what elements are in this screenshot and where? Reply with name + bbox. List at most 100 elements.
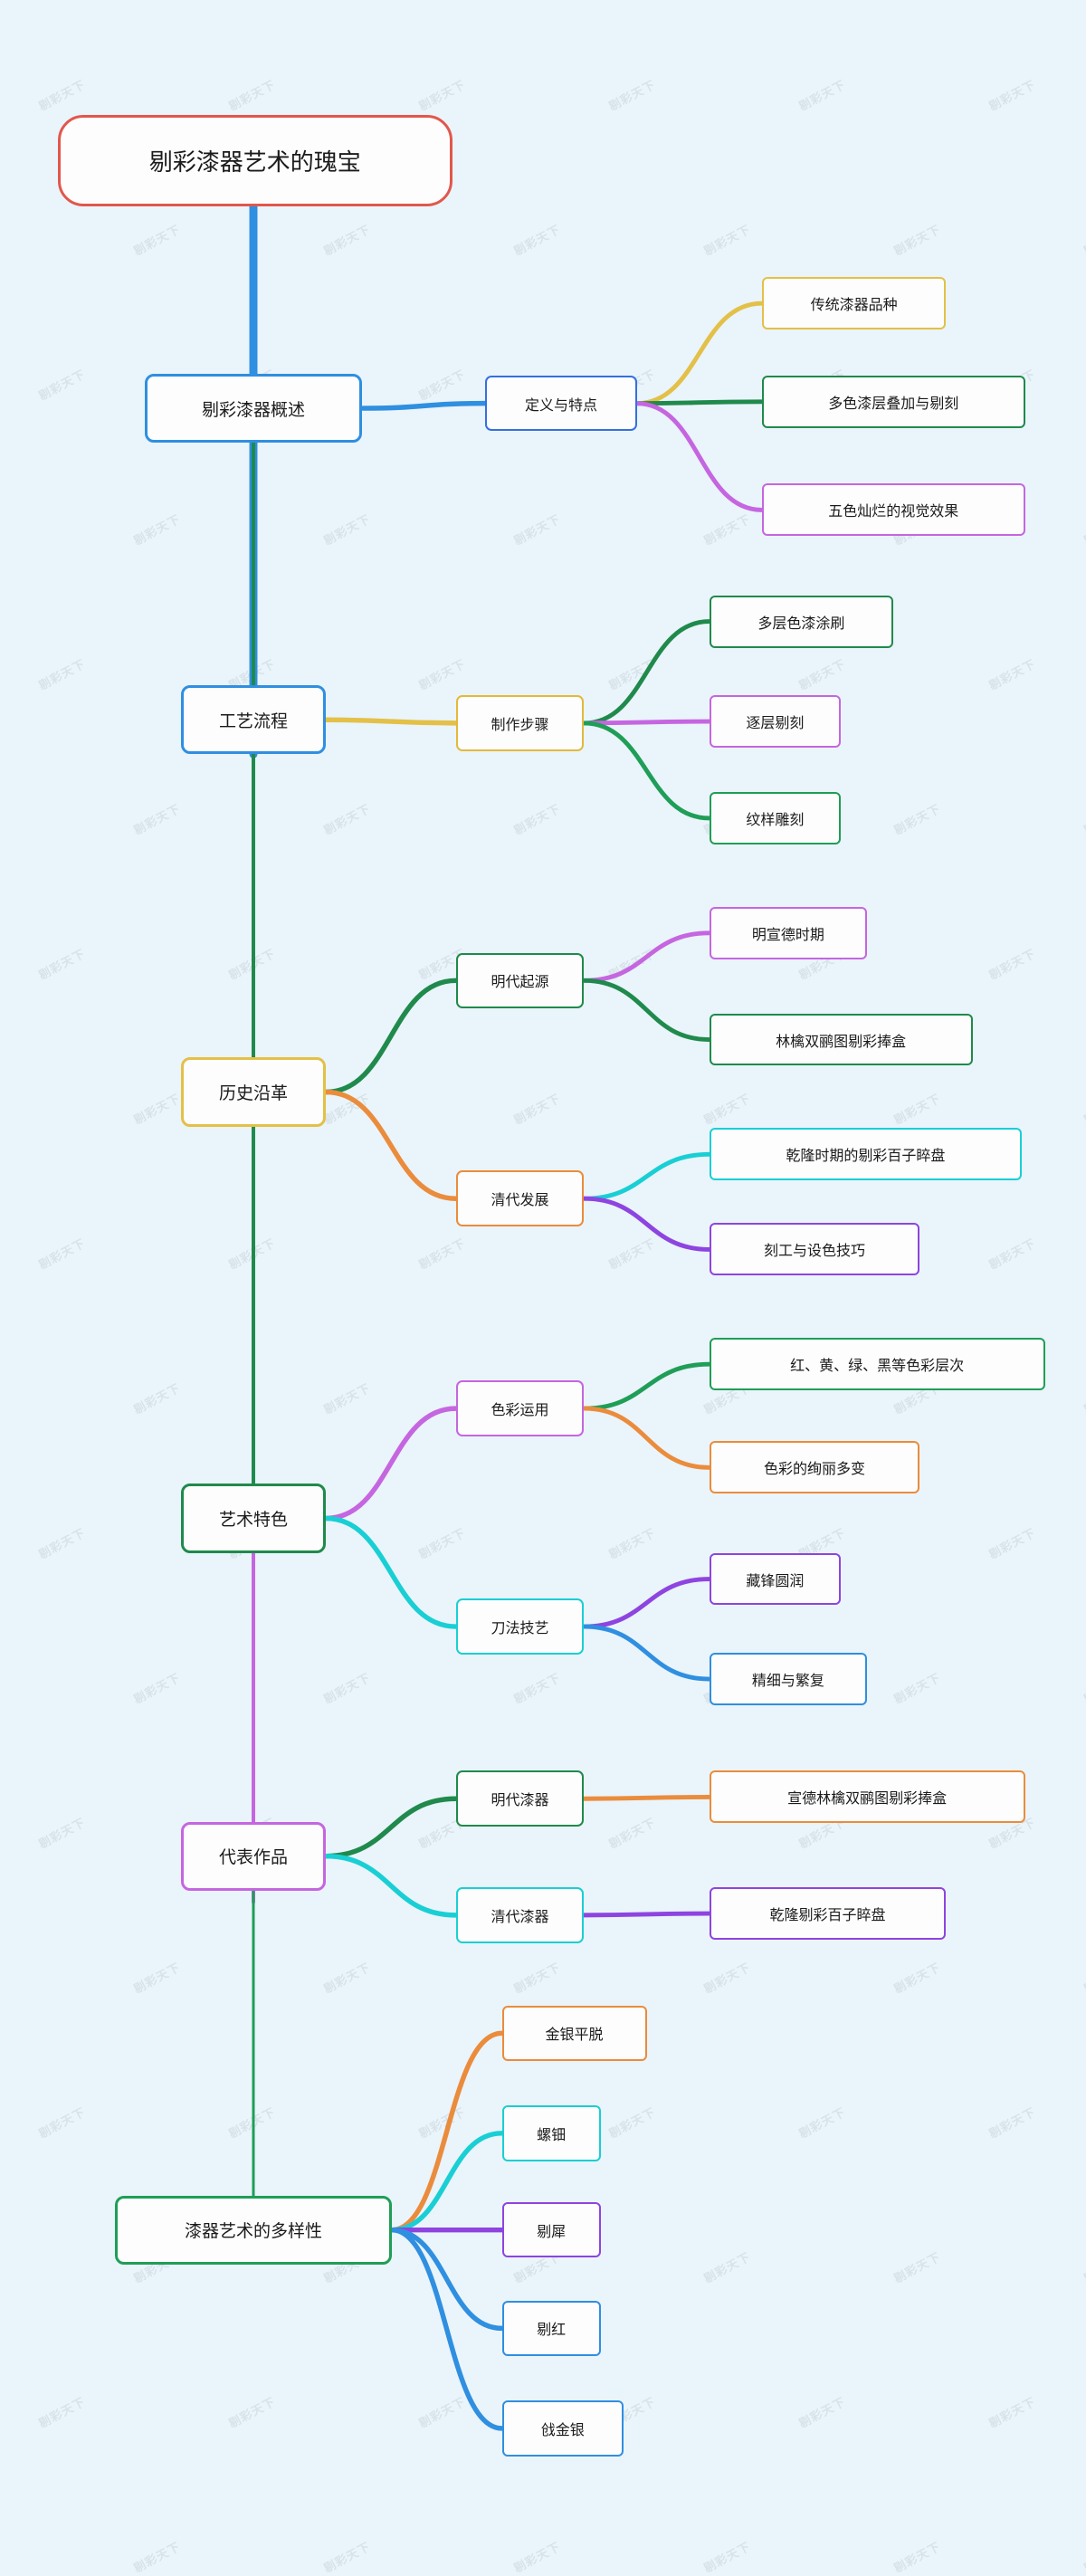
node-label: 戗金银 <box>540 2420 585 2438</box>
connector <box>582 1795 712 1801</box>
node-label: 工艺流程 <box>218 711 288 731</box>
node-label: 藏锋圆润 <box>746 1571 805 1589</box>
leaf-node[interactable]: 乾隆剔彩百子睟盘 <box>709 1887 947 1941</box>
leaf-node[interactable]: 逐层剔刻 <box>709 695 842 749</box>
connector <box>582 1361 712 1411</box>
connector <box>582 1911 712 1918</box>
connector <box>582 978 712 1042</box>
leaf-node[interactable]: 色彩运用 <box>455 1380 585 1436</box>
branch-node[interactable]: 艺术特色 <box>181 1484 326 1553</box>
connector <box>582 719 712 726</box>
node-label: 多色漆层叠加与剔刻 <box>828 394 959 412</box>
node-label: 宣德林檎双鹂图剔彩捧盒 <box>787 1789 948 1808</box>
node-label: 乾隆时期的剔彩百子睟盘 <box>786 1147 946 1165</box>
connector <box>323 1796 459 1859</box>
connector <box>389 2131 505 2233</box>
node-label: 刀法技艺 <box>491 1619 549 1637</box>
connector <box>582 930 712 983</box>
leaf-node[interactable]: 红、黄、绿、黑等色彩层次 <box>709 1338 1045 1391</box>
connector <box>323 1853 459 1918</box>
node-label: 清代漆器 <box>491 1907 549 1925</box>
leaf-node[interactable]: 纹样雕刻 <box>709 791 842 844</box>
connector <box>634 301 765 406</box>
leaf-node[interactable]: 多色漆层叠加与剔刻 <box>761 375 1025 428</box>
node-label: 明宣德时期 <box>751 925 824 943</box>
connector <box>359 400 489 411</box>
leaf-node[interactable]: 乾隆时期的剔彩百子睟盘 <box>709 1128 1023 1181</box>
leaf-node[interactable]: 明宣德时期 <box>709 906 868 959</box>
connector <box>582 1624 712 1682</box>
branch-node[interactable]: 历史沿革 <box>181 1057 326 1127</box>
branch-node[interactable]: 剔彩漆器概述 <box>145 374 362 444</box>
connector <box>582 619 712 726</box>
leaf-node[interactable]: 定义与特点 <box>485 375 637 432</box>
node-label: 剔犀 <box>537 2222 567 2240</box>
node-label: 传统漆器品种 <box>810 296 898 314</box>
leaf-node[interactable]: 传统漆器品种 <box>761 277 947 330</box>
node-label: 多层色漆涂刷 <box>757 614 845 632</box>
node-label: 剔彩漆器艺术的瑰宝 <box>148 149 361 177</box>
node-label: 代表作品 <box>218 1847 288 1868</box>
leaf-node[interactable]: 剔犀 <box>501 2201 601 2258</box>
node-label: 纹样雕刻 <box>746 810 805 828</box>
node-label: 明代起源 <box>491 973 549 991</box>
node-label: 五色灿烂的视觉效果 <box>828 502 959 520</box>
connector <box>634 401 765 512</box>
connector <box>323 1406 459 1522</box>
node-label: 历史沿革 <box>218 1083 288 1103</box>
leaf-node[interactable]: 五色灿烂的视觉效果 <box>761 483 1025 537</box>
leaf-node[interactable]: 明代起源 <box>455 952 585 1009</box>
node-label: 明代漆器 <box>491 1791 549 1809</box>
leaf-node[interactable]: 戗金银 <box>501 2400 624 2457</box>
node-label: 定义与特点 <box>524 396 597 414</box>
branch-node[interactable]: 代表作品 <box>181 1821 326 1891</box>
leaf-node[interactable]: 制作步骤 <box>455 695 585 751</box>
node-label: 红、黄、绿、黑等色彩层次 <box>790 1357 965 1375</box>
leaf-node[interactable]: 金银平脱 <box>501 2005 647 2062</box>
leaf-node[interactable]: 剔红 <box>501 2300 601 2357</box>
leaf-node[interactable]: 精细与繁复 <box>709 1653 868 1705</box>
leaf-node[interactable]: 刀法技艺 <box>455 1598 585 1655</box>
connector <box>582 1406 712 1470</box>
node-label: 螺钿 <box>537 2125 567 2143</box>
node-label: 制作步骤 <box>491 715 549 733</box>
node-label: 乾隆剔彩百子睟盘 <box>769 1906 886 1924</box>
leaf-node[interactable]: 刻工与设色技巧 <box>709 1223 920 1276</box>
connector <box>582 720 712 821</box>
leaf-node[interactable]: 色彩的绚丽多变 <box>709 1441 920 1494</box>
leaf-node[interactable]: 明代漆器 <box>455 1770 585 1827</box>
leaf-node[interactable]: 清代发展 <box>455 1170 585 1227</box>
connector <box>582 1151 712 1201</box>
node-label: 精细与繁复 <box>751 1672 824 1689</box>
connector <box>634 399 765 406</box>
node-label: 林檎双鹂图剔彩捧盒 <box>776 1032 907 1050</box>
node-label: 金银平脱 <box>545 2026 604 2044</box>
root-node[interactable]: 剔彩漆器艺术的瑰宝 <box>57 114 452 207</box>
connector <box>389 2227 505 2332</box>
connector <box>389 2030 505 2233</box>
node-label: 剔彩漆器概述 <box>201 399 305 420</box>
node-label: 漆器艺术的多样性 <box>184 2221 322 2242</box>
leaf-node[interactable]: 宣德林檎双鹂图剔彩捧盒 <box>709 1770 1025 1824</box>
connector <box>323 717 459 726</box>
leaf-node[interactable]: 螺钿 <box>501 2105 601 2161</box>
node-label: 艺术特色 <box>218 1509 288 1530</box>
node-label: 刻工与设色技巧 <box>763 1242 865 1260</box>
node-label: 剔红 <box>537 2321 567 2339</box>
connector <box>582 1196 712 1252</box>
node-label: 清代发展 <box>491 1191 549 1209</box>
branch-node[interactable]: 工艺流程 <box>181 685 326 755</box>
leaf-node[interactable]: 多层色漆涂刷 <box>709 595 894 648</box>
leaf-node[interactable]: 清代漆器 <box>455 1887 585 1943</box>
leaf-node[interactable]: 藏锋圆润 <box>709 1552 842 1606</box>
connector <box>323 1515 459 1629</box>
branch-node[interactable]: 漆器艺术的多样性 <box>115 2195 392 2265</box>
node-label: 逐层剔刻 <box>746 714 805 732</box>
leaf-node[interactable]: 林檎双鹂图剔彩捧盒 <box>709 1013 973 1066</box>
connector <box>323 1089 459 1201</box>
connector <box>582 1577 712 1629</box>
node-label: 色彩的绚丽多变 <box>763 1460 865 1478</box>
connector <box>389 2227 505 2431</box>
